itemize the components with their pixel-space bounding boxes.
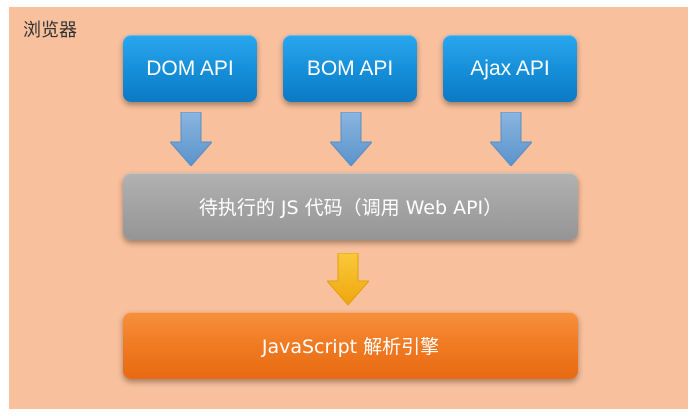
dom-api-box: DOM API [123, 35, 257, 102]
js-engine-label: JavaScript 解析引擎 [261, 336, 440, 358]
js-engine-box: JavaScript 解析引擎 [123, 312, 578, 379]
dom-api-label: DOM API [146, 56, 234, 80]
js-code-box: 待执行的 JS 代码（调用 Web API） [123, 173, 578, 240]
panel-title: 浏览器 [23, 20, 77, 41]
down-arrow-icon [490, 112, 532, 166]
bom-api-label: BOM API [306, 56, 394, 80]
down-arrow-icon [327, 253, 369, 306]
down-arrow-icon [170, 112, 212, 166]
down-arrow-icon [330, 112, 372, 166]
js-code-label: 待执行的 JS 代码（调用 Web API） [198, 197, 503, 219]
ajax-api-box: Ajax API [443, 35, 577, 102]
bom-api-box: BOM API [283, 35, 417, 102]
ajax-api-label: Ajax API [470, 56, 550, 80]
